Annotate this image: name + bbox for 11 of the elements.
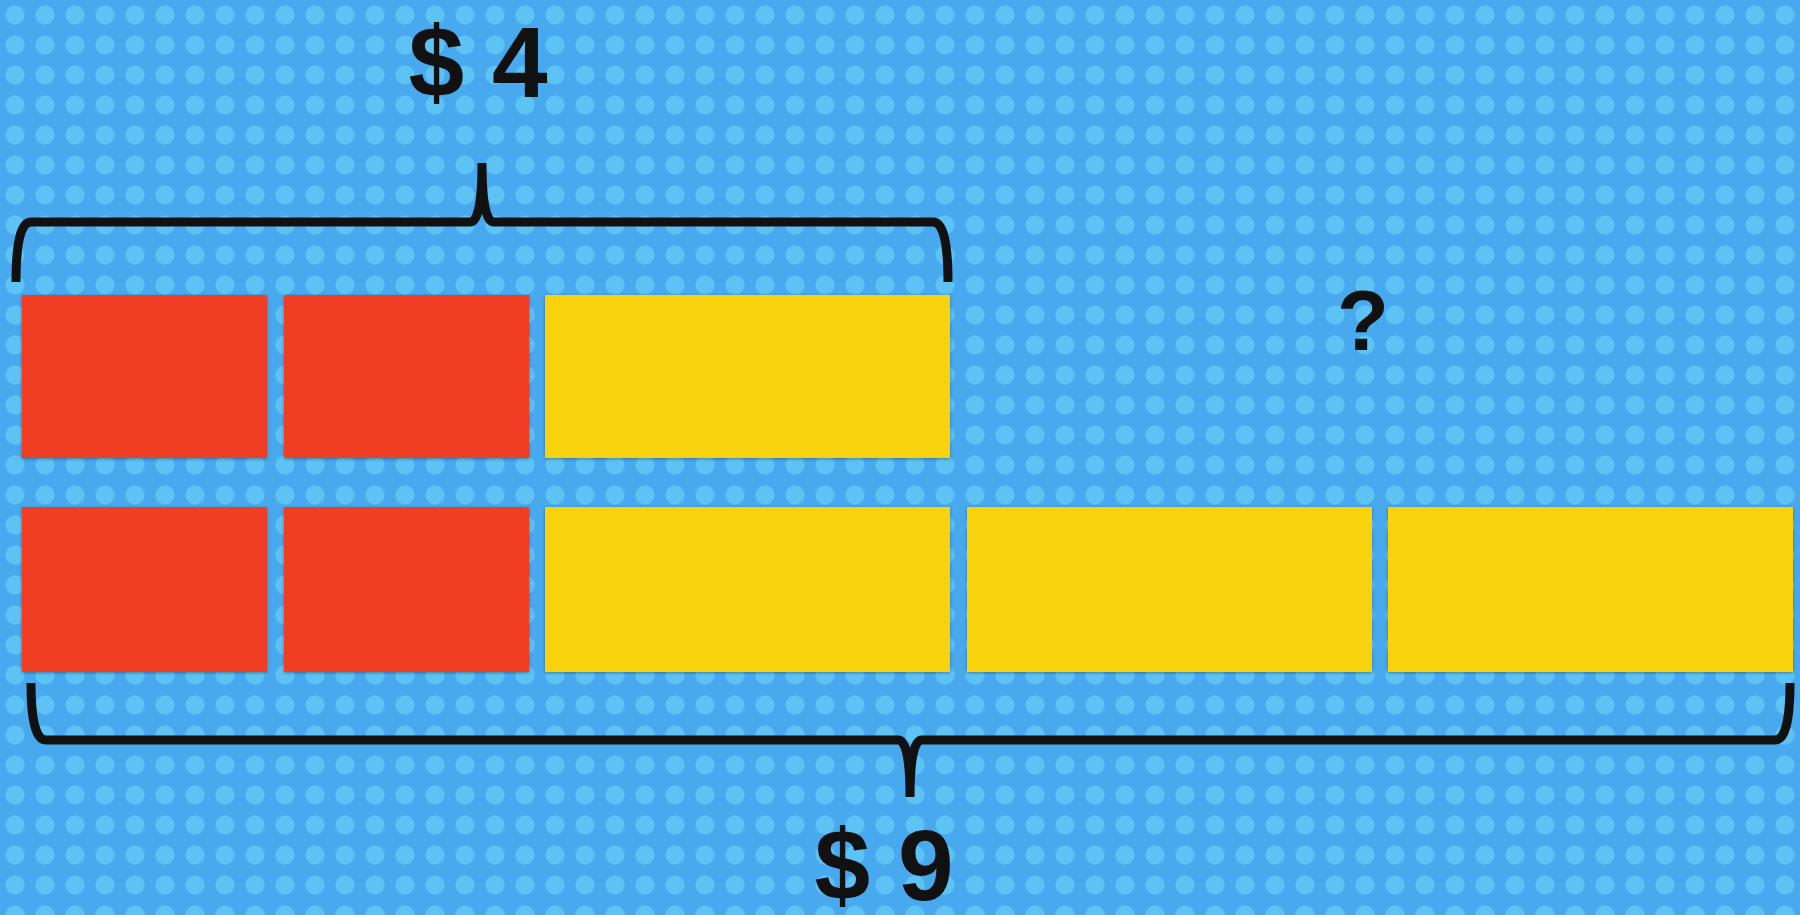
tape-segment [22,295,267,458]
tape-segment [1388,507,1793,672]
tape-segment [967,507,1372,672]
tape-segment [545,507,950,672]
tape-segment [545,295,950,458]
tape-segment [284,295,529,458]
tape-segment [22,507,267,672]
unknown-mark: ? [1337,277,1389,363]
amount-label: $ 4 [408,12,548,112]
amount-label: $ 9 [814,815,954,915]
tape-segment [284,507,529,672]
